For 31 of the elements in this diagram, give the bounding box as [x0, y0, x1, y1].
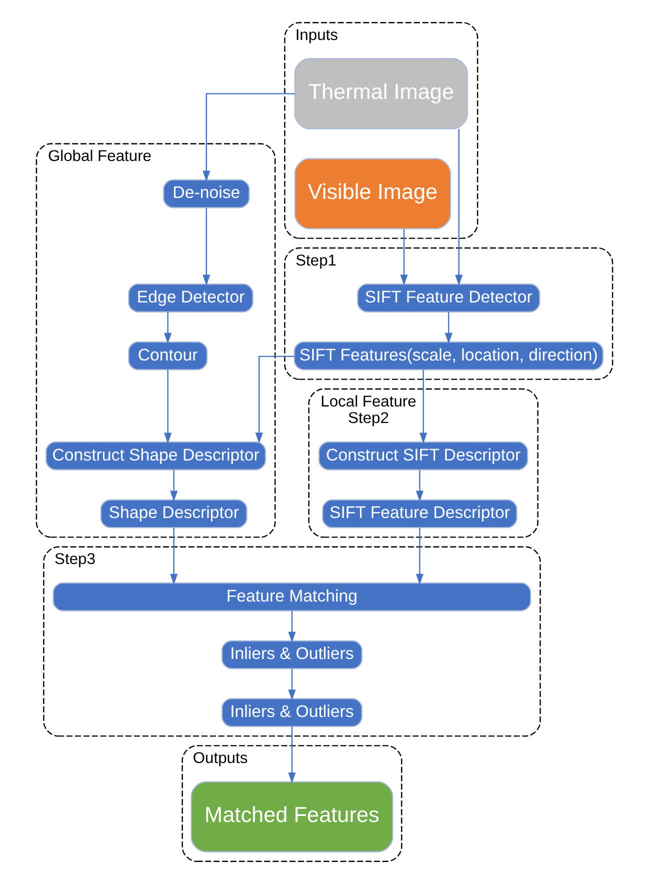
arrow: [170, 470, 178, 502]
arrow: [400, 229, 408, 286]
node-box: Matched Features: [190, 781, 393, 852]
arrow: [164, 312, 172, 344]
arrow: [288, 668, 296, 701]
node-box: Inliers & Outliers: [220, 640, 362, 670]
node-box: SIFT Feature Detector: [356, 284, 540, 312]
arrow: [454, 128, 462, 286]
arrow: [202, 93, 294, 182]
node-box: Construct SIFT Descriptor: [318, 441, 528, 470]
node-box: Contour: [128, 341, 208, 370]
node-box: Edge Detector: [128, 284, 253, 312]
node-box: Thermal Image: [294, 58, 468, 130]
arrow: [288, 610, 296, 643]
node-box: Construct Shape Descriptor: [45, 441, 266, 470]
node-box: Feature Matching: [52, 582, 531, 612]
node-box: De-noise: [162, 179, 250, 208]
node-box: SIFT Features(scale, location, direction): [293, 341, 603, 370]
node-box: SIFT Feature Descriptor: [322, 499, 517, 528]
node-box: Inliers & Outliers: [220, 698, 362, 728]
arrow: [170, 528, 178, 585]
arrow: [254, 356, 294, 444]
arrow: [288, 726, 296, 784]
arrow: [419, 370, 427, 444]
arrow: [444, 312, 452, 344]
node-box: Shape Descriptor: [100, 499, 247, 528]
arrow: [164, 370, 172, 444]
arrow: [415, 528, 423, 585]
arrow: [415, 470, 423, 502]
arrow: [202, 208, 210, 286]
node-box: Visible Image: [294, 158, 451, 230]
